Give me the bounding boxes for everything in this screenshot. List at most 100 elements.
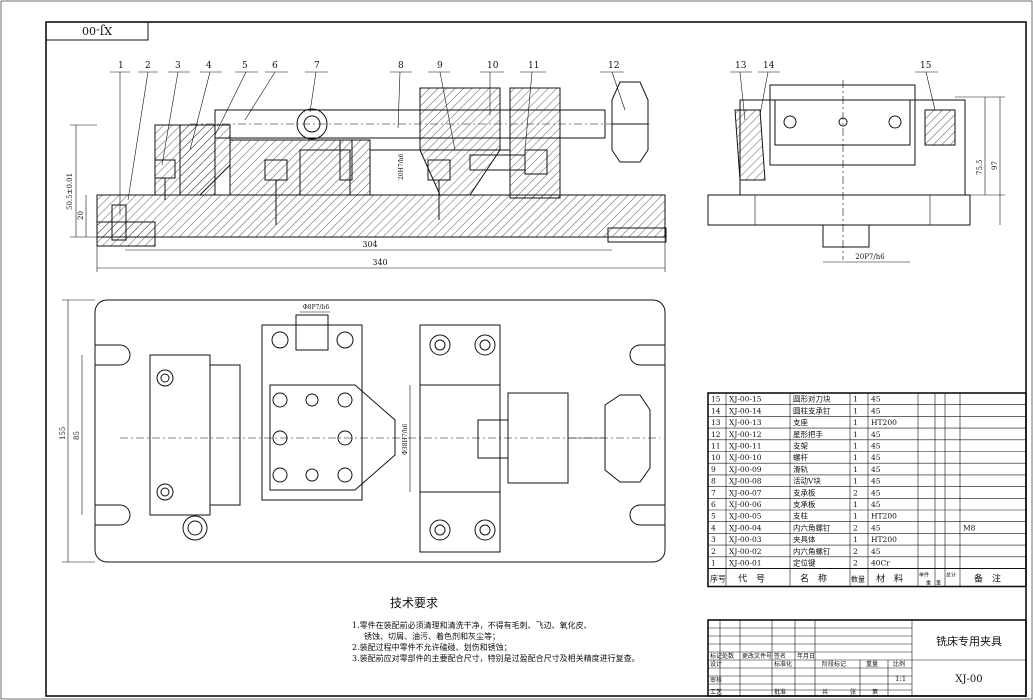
left-slot-top [95,344,131,366]
side-inner [774,99,911,146]
bom-cell-qty: 1 [853,430,858,439]
bom-cell-no: 9 [711,465,716,474]
bom-header-unit: 单件 [919,572,929,579]
bom-cell-code: XJ-00-06 [729,500,762,509]
bom-cell-code: XJ-00-13 [729,418,762,427]
top-base [94,299,666,563]
bom-cell-qty: 2 [853,547,858,556]
bom-cell-name: 支架 [793,441,808,451]
left-slot-bottom [95,504,131,526]
bom-header-weight: 重 量 [926,580,941,587]
bom-cell-code: XJ-00-03 [729,535,762,544]
balloon-4: 4 [206,61,212,71]
bom-cell-mat: 45 [871,547,881,556]
bom-cell-mat: 45 [871,430,881,439]
tb-sheets: 共 [822,688,828,696]
bom-cell-mat: 45 [871,488,881,497]
tb-process: 工艺 [710,688,722,696]
bom-cell-name: 圆柱支承钉 [793,405,831,415]
right-slot-bottom [629,504,665,526]
support-frame [509,87,561,199]
bom-cell-code: XJ-00-05 [729,512,762,521]
key-right [607,227,667,243]
bom-cell-code: XJ-00-01 [729,559,762,568]
bom-cell-no: 4 [711,523,716,532]
bom-cell-name: 星形把手 [793,429,823,439]
bom-cell-mat: 45 [871,453,881,462]
top-v-shape [269,384,396,491]
bom-cell-name: 支柱 [793,511,808,521]
bom-cell-mat: 45 [871,523,881,532]
bom-cell-code: XJ-00-10 [729,453,762,462]
top-slide [419,384,501,493]
side-hole-2 [888,115,902,129]
balloon-12: 12 [608,61,619,71]
bom-cell-name: 定位键 [793,558,816,568]
front-view: 50.5±0.01 20 20H7/h6 304 340 1 2 3 4 5 6… [66,61,667,272]
bom-cell-no: 8 [711,477,716,486]
bom-cell-mat: 45 [871,500,881,509]
tb-doc: 更改文件号 [742,652,772,660]
bom-cell-qty: 1 [853,395,858,404]
bom-cell-code: XJ-00-12 [729,430,762,439]
side-base [707,194,971,226]
bom-header-qty: 数量 [851,575,865,584]
bom-cell-mat: 45 [871,465,881,474]
left-support-wedge [179,124,231,196]
title-block: 标记 处数 更改文件号 签名 年月日 设计 标准化 阶段标记 重量 比例 1:1… [707,619,1027,697]
balloon-10: 10 [487,61,499,71]
tb-stage: 阶段标记 [822,660,846,668]
bom-cell-code: XJ-00-15 [729,395,762,404]
balloon-3: 3 [175,61,181,71]
bom-cell-mat: 45 [871,477,881,486]
bom-cell-no: 14 [711,406,721,415]
top-view: 155 85 Φ8P7/h6 Φ38H7/h6 [59,299,666,563]
dim-base-h: 20 [77,211,85,220]
tb-scale: 1:1 [895,675,906,683]
tb-page: 第 [872,688,878,696]
bom-cell-mat: 40Cr [871,559,890,568]
bom-cell-name: 支座 [793,417,808,427]
bom-cell-qty: 1 [853,465,858,474]
bom-cell-no: 11 [711,442,721,451]
top-pin-upper [295,314,329,351]
balloon-13: 13 [735,61,747,71]
v-block [419,87,501,196]
bom-cell-qty: 2 [853,523,858,532]
bom-cell-qty: 2 [853,559,858,568]
balloon-15: 15 [920,61,932,71]
balloon-14: 14 [763,61,775,71]
bom-cell-no: 3 [711,535,716,544]
tech-requirements: 技术要求 1.零件在装配前必须清理和清洗干净，不得有毛刺、飞边、氧化皮、 锈蚀、… [352,596,640,663]
tb-count: 处数 [722,652,734,660]
screw-shaft [214,109,606,139]
side-view: 75.5 97 20P7/h6 13 14 15 [707,61,1005,263]
tb-approve: 批准 [774,688,786,696]
side-dim-fit: 20P7/h6 [855,253,885,261]
top-star-handle [604,394,651,483]
top-right-frame-b [419,491,501,553]
tb-sign: 签名 [774,652,786,660]
bom-cell-code: XJ-00-04 [729,523,762,532]
bom-cell-name: 滑轨 [793,464,808,474]
bom-cell-code: XJ-00-11 [729,442,762,451]
top-left-block [149,354,211,516]
bom-cell-no: 10 [711,453,721,462]
top-center-block [261,324,363,501]
cutter-block [924,109,956,146]
right-slot-top [629,344,665,366]
balloon-9: 9 [437,61,443,71]
side-hole-1 [783,115,797,129]
tb-title: 铣床专用夹具 [936,634,1002,648]
dim-fit-mid: Φ38H7/h6 [402,424,409,455]
bom-header-total: 总计 [946,572,956,579]
bom-cell-no: 2 [711,547,716,556]
dim-w-outer: 155 [59,427,67,440]
code-box [45,21,149,41]
bom-cell-name: 支承板 [793,487,816,497]
bom-cell-code: XJ-00-07 [729,488,762,497]
star-handle [611,81,649,163]
